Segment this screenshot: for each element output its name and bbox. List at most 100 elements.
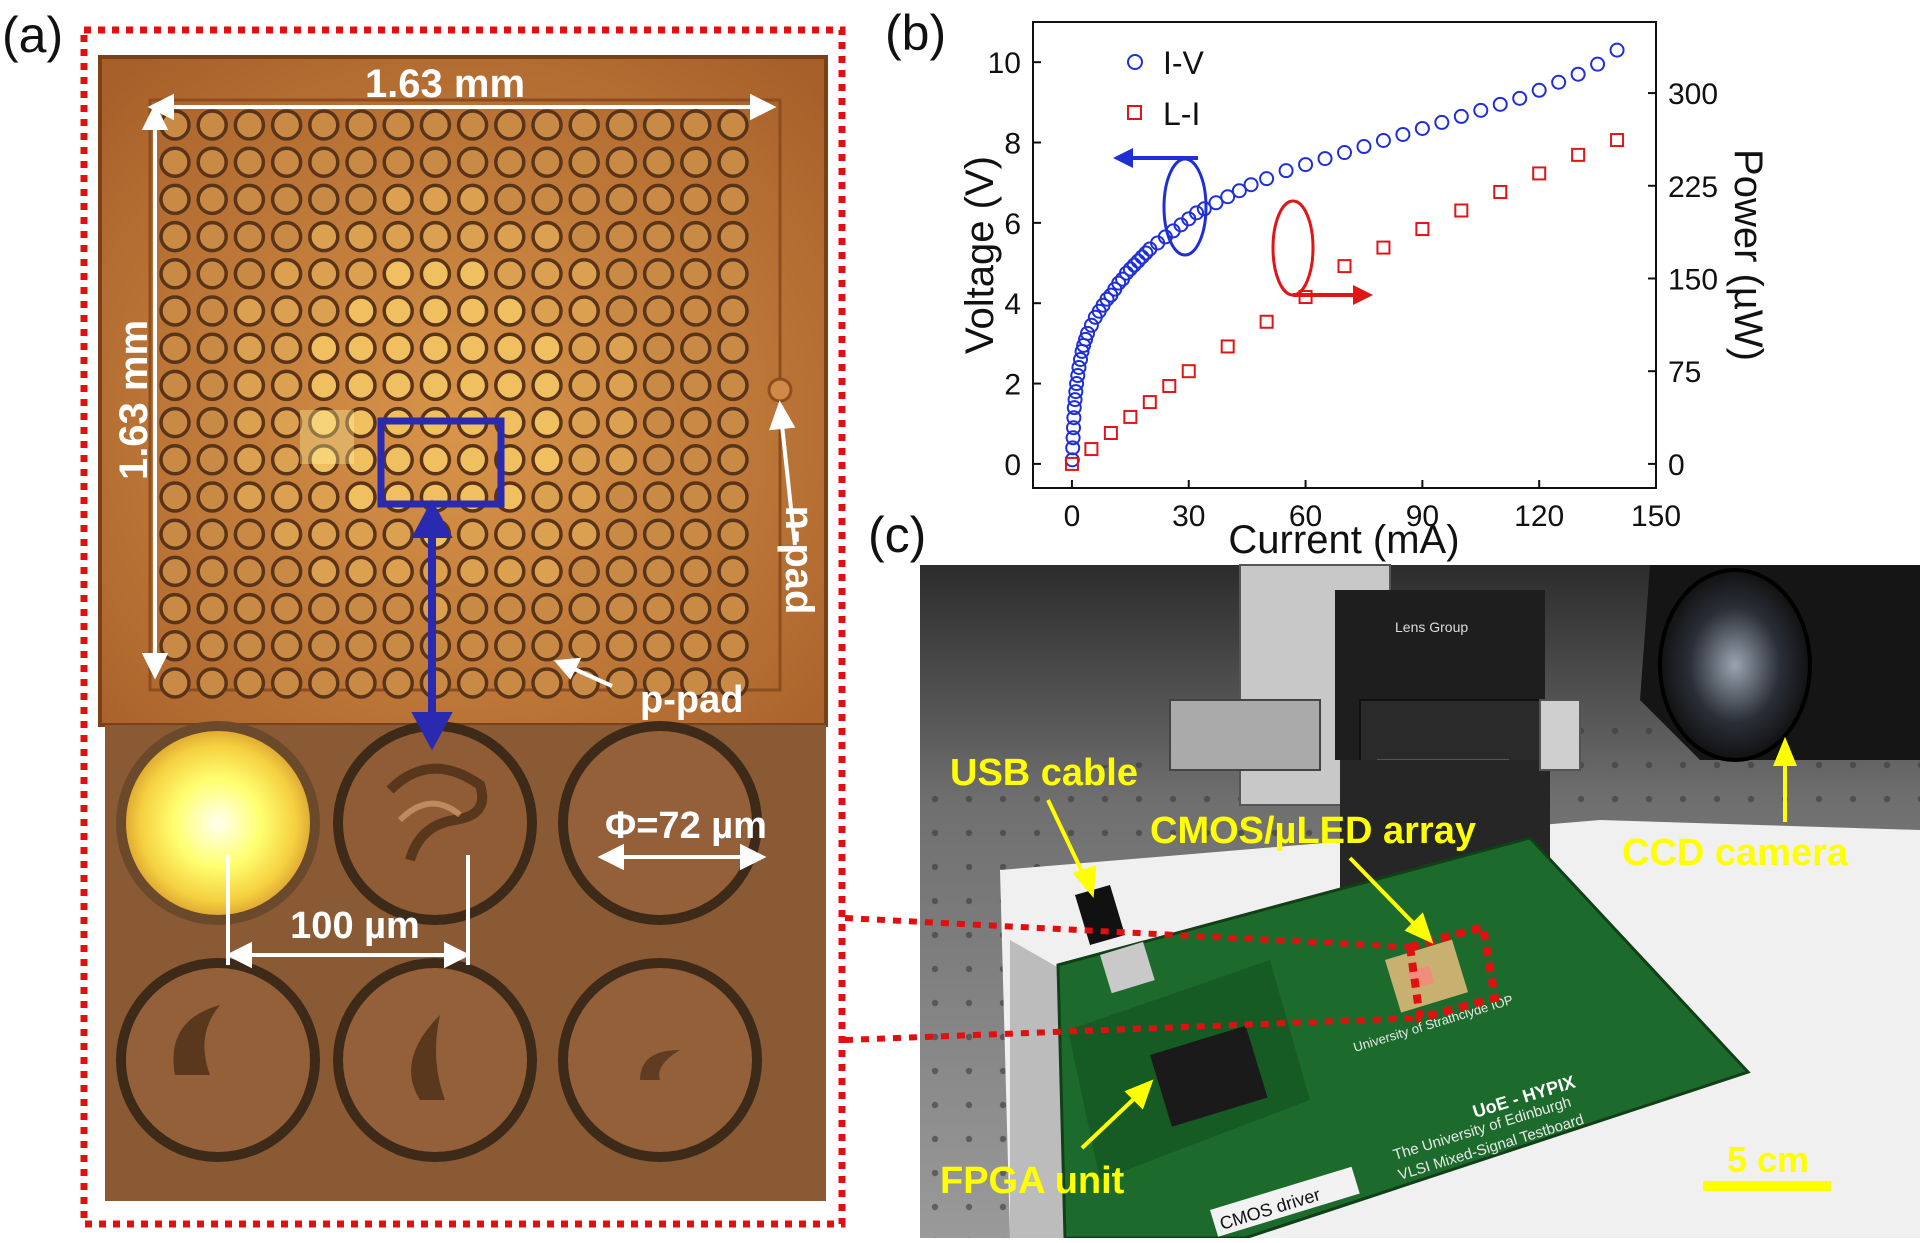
- led-pixel: [642, 555, 675, 588]
- iv-data-point: [1065, 430, 1081, 446]
- legend-iv-marker: [1127, 54, 1143, 70]
- led-pixel: [605, 220, 638, 253]
- x-axis-label: Current (mA): [1228, 518, 1459, 562]
- led-pixel: [270, 592, 303, 625]
- led-pixel: [196, 258, 228, 290]
- led-pixel: [345, 630, 377, 662]
- led-pixel: [270, 220, 303, 253]
- led-pixel: [233, 444, 266, 476]
- iv-data-point: [1070, 368, 1086, 384]
- led-pixel: [159, 592, 191, 625]
- led-pixel: [456, 444, 489, 476]
- led-pixel: [568, 444, 600, 476]
- led-pixel: [345, 555, 377, 588]
- iv-data-point: [1259, 171, 1275, 187]
- led-pixel: [233, 146, 266, 178]
- y-tick-label: 8: [1004, 128, 1021, 161]
- led-pixel: [605, 295, 638, 327]
- led-pixel: [159, 183, 191, 216]
- y-tick-label: 10: [988, 47, 1021, 80]
- led-pixel: [568, 518, 600, 550]
- cmos-array-arrow: [1348, 856, 1434, 944]
- led-pixel: [233, 332, 266, 364]
- iv-data-point: [1134, 249, 1150, 265]
- panel-a-frame: [80, 26, 846, 1228]
- led-pixel: [159, 220, 191, 253]
- iv-data-point: [1337, 145, 1352, 161]
- led-pixel: [233, 258, 266, 290]
- y-tick-label: 0: [1004, 449, 1021, 482]
- led-pixel: [494, 667, 526, 699]
- iv-data-point: [1118, 265, 1134, 281]
- led-pixel: [308, 369, 340, 402]
- led-pixel: [494, 518, 526, 550]
- led-pixel: [233, 555, 266, 588]
- led-pixel: [531, 667, 563, 699]
- led-pixel: [680, 444, 712, 476]
- led-pixel: [308, 518, 340, 550]
- li-data-point: [1084, 442, 1099, 457]
- led-pixel: [345, 518, 377, 550]
- fpga-chip: [1150, 1025, 1268, 1127]
- iv-data-point: [1298, 157, 1314, 173]
- iv-data-point: [1099, 291, 1115, 307]
- led-pixel: [382, 295, 414, 327]
- led-pixel: [382, 332, 414, 364]
- led-pixel: [531, 295, 563, 327]
- led-pixel: [345, 667, 377, 699]
- led-pixel: [159, 146, 191, 178]
- led-pixel: [531, 630, 563, 662]
- led-pixel: [531, 444, 563, 476]
- led-pixel: [196, 369, 228, 402]
- li-data-point: [1493, 184, 1508, 199]
- led-pixel: [382, 220, 414, 253]
- iv-data-point: [1065, 440, 1081, 456]
- y2-tick-label: 300: [1668, 78, 1718, 111]
- led-pixel: [717, 667, 749, 699]
- led-pixel: [568, 481, 600, 513]
- led-pixel: [680, 667, 712, 699]
- li-data-point: [1259, 314, 1274, 329]
- led-pixel: [717, 332, 749, 364]
- iv-data-point: [1130, 253, 1146, 269]
- pitch-label: 100 µm: [290, 905, 420, 947]
- iv-data-point: [1065, 420, 1081, 436]
- led-pixel: [642, 592, 675, 625]
- lit-led-pixel: [116, 721, 320, 925]
- iv-data-point: [1126, 257, 1142, 273]
- led-pixel: [308, 109, 340, 141]
- iv-data-point: [1208, 195, 1224, 211]
- li-data-point: [1298, 290, 1313, 305]
- led-pixel: [270, 555, 303, 588]
- led-pixel: [419, 444, 452, 476]
- led-pixel: [270, 258, 303, 290]
- diameter-dimension-arrow: [597, 843, 767, 871]
- iv-data-point: [1473, 102, 1489, 118]
- iv-data-point: [1453, 108, 1469, 124]
- led-pixel: [196, 592, 228, 625]
- led-pixel: [308, 555, 340, 588]
- led-pixel: [196, 444, 228, 476]
- led-pixel: [642, 481, 675, 513]
- led-pixel: [308, 183, 340, 216]
- led-pixel: [568, 630, 600, 662]
- usb-cable-arrow: [1046, 799, 1097, 899]
- y2-tick-label: 150: [1668, 263, 1718, 296]
- led-pixel: [456, 220, 489, 253]
- width-dimension-arrow: [147, 93, 777, 121]
- led-pixel: [270, 332, 303, 364]
- led-pixel: [680, 258, 712, 290]
- led-pixel: [345, 481, 377, 513]
- led-pixel: [159, 444, 191, 476]
- led-pixel: [382, 109, 414, 141]
- led-pixel: [642, 183, 675, 216]
- led-pixel: [680, 183, 712, 216]
- led-pixel: [642, 109, 675, 141]
- led-pixel: [159, 518, 191, 550]
- led-pixel: [717, 444, 749, 476]
- led-pixel: [680, 220, 712, 253]
- led-pixel: [270, 406, 303, 439]
- led-pixel: [196, 220, 228, 253]
